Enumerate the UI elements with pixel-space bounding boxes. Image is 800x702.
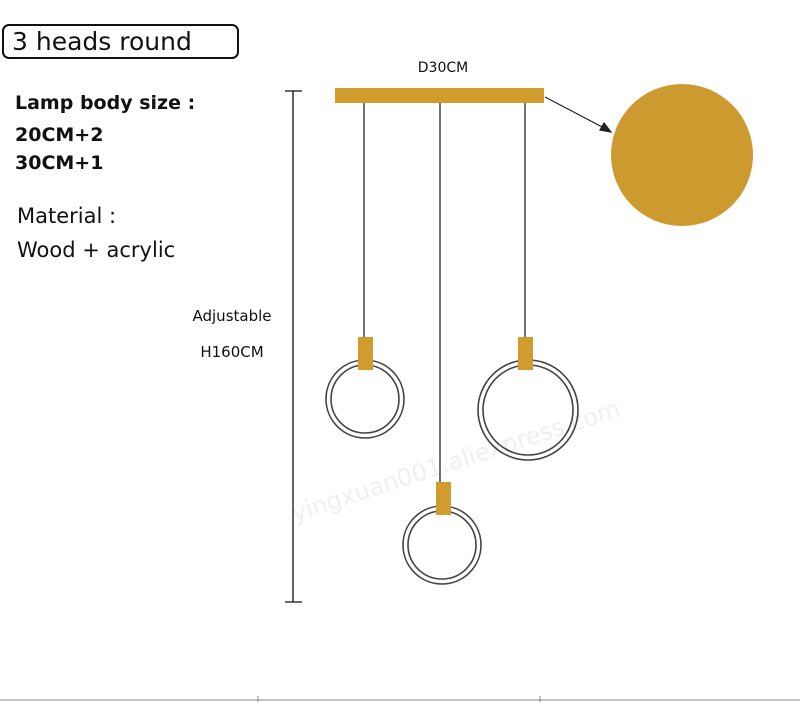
body-size-label: Lamp body size : — [15, 92, 196, 114]
canopy-top-view — [611, 84, 753, 226]
canopy-diameter-label: D30CM — [417, 60, 469, 76]
bottom-border — [0, 696, 800, 702]
cords — [363, 103, 526, 483]
title-box: 3 heads round — [2, 24, 239, 59]
canopy-bar — [335, 88, 544, 103]
material-value: Wood + acrylic — [17, 238, 176, 262]
pointer-arrow — [544, 96, 613, 133]
size-30cm: 30CM+1 — [15, 152, 104, 174]
height-label: H160CM — [200, 343, 264, 361]
material-label: Material : — [17, 204, 117, 228]
watermark: yingxuan001.aliexpress.com — [288, 395, 624, 528]
ring-holders — [358, 337, 533, 515]
size-20cm: 20CM+2 — [15, 124, 104, 146]
ring-bottom — [402, 505, 482, 585]
height-dimension-line — [285, 90, 302, 603]
ring-left — [325, 359, 405, 439]
adjustable-label: Adjustable — [192, 307, 272, 325]
